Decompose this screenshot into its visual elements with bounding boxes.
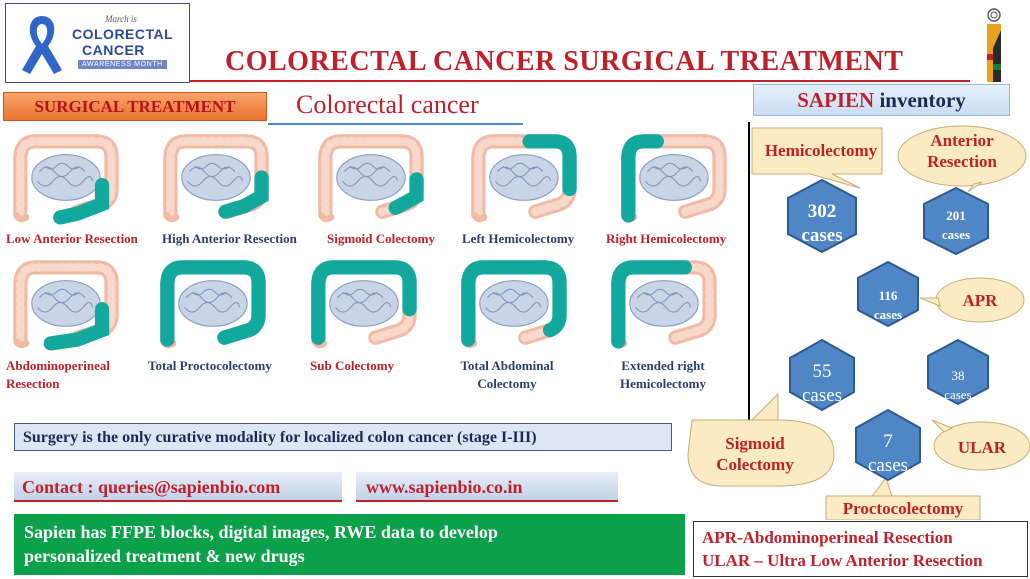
awareness-ribbon-icon [22, 16, 62, 74]
hexagon-count-sigmoid: 55 cases [790, 360, 854, 408]
page-subtitle: Colorectal cancer [296, 90, 479, 119]
hexagon-ular [927, 338, 989, 406]
hexagon-count-proctocolectomy: 7 cases [856, 430, 920, 478]
curative-note: Surgery is the only curative modality fo… [14, 423, 672, 451]
case-count: 55 [812, 361, 832, 382]
case-count: 116 [878, 288, 898, 303]
callout-anterior-resection [897, 125, 1027, 187]
procedure-label: Extended right Hemicolectomy [604, 357, 722, 393]
procedure-label: Total Proctocolectomy [148, 358, 272, 373]
procedure-label-line1: Abdominoperineal [6, 358, 111, 373]
abbreviation-legend: APR-Abdominoperineal Resection ULAR – Ul… [693, 521, 1028, 577]
hexagon-apr [857, 260, 919, 328]
callout-label-ular: ULAR [957, 438, 1007, 457]
procedure-label: Abdominoperineal Resection [6, 357, 110, 393]
case-unit: cases [867, 455, 909, 476]
procedure-label: Sigmoid Colectomy [327, 231, 435, 246]
callout-ular [933, 421, 1030, 471]
hexagon-proctocolectomy [855, 408, 921, 482]
page-title: COLORECTAL CANCER SURGICAL TREATMENT [225, 46, 904, 77]
abbr-apr: APR-Abdominoperineal Resection [702, 528, 953, 547]
case-count: 302 [807, 201, 837, 222]
callout-label-anterior-resection: Anterior Resection [927, 131, 997, 171]
inventory-title-rest: inventory [879, 88, 966, 112]
procedure-label: Low Anterior Resection [6, 231, 138, 246]
colon-diagram-extended-right-hemicolectomy [598, 256, 728, 351]
website-link[interactable]: www.sapienbio.co.in [356, 472, 618, 502]
procedure-label-line2: Colectomy [477, 376, 537, 391]
case-unit: cases [941, 227, 971, 242]
case-unit: cases [801, 225, 843, 246]
hexagon-count-ular: 38 cases [928, 366, 988, 404]
procedure-label-line1: Extended right [621, 358, 705, 373]
colon-diagram-total-proctocolectomy [147, 256, 266, 351]
logo-tagline: AWARENESS MONTH [78, 60, 167, 69]
inventory-graphic [687, 125, 1030, 520]
procedure-label: Right Hemicolectomy [606, 231, 727, 246]
callout-label-apr: APR [962, 291, 998, 310]
offer-banner: Sapien has FFPE blocks, digital images, … [14, 514, 685, 575]
procedure-label-line2: Hemicolectomy [620, 376, 706, 391]
case-unit: cases [944, 387, 972, 402]
colon-diagram-abdominoperineal-resection [0, 256, 130, 351]
colon-diagram-right-hemicolectomy [608, 130, 738, 225]
logo-kicker: March is [105, 14, 137, 24]
hexagon-count-apr: 116 cases [858, 286, 918, 324]
logo-line2: CANCER [82, 42, 145, 58]
title-underline [190, 80, 970, 82]
procedure-label: Sub Colectomy [310, 358, 395, 373]
colon-diagram-low-anterior-resection [0, 130, 130, 225]
procedure-label: High Anterior Resection [162, 231, 297, 246]
offer-line2: personalized treatment & new drugs [24, 546, 305, 566]
callout-hemicolectomy [751, 127, 883, 189]
callout-proctocolectomy [825, 495, 981, 520]
abbr-ular: ULAR – Ultra Low Anterior Resection [702, 551, 983, 570]
hexagon-count-hemicolectomy: 302 cases [788, 200, 856, 248]
colon-diagram-high-anterior-resection [150, 130, 269, 225]
callout-label-sigmoid-colectomy: Sigmoid Colectomy [716, 434, 794, 474]
callout-sigmoid-colectomy [687, 419, 835, 487]
colon-diagram-left-hemicolectomy [458, 130, 577, 225]
inventory-title: SAPIEN inventory [753, 84, 1010, 116]
hexagon-hemicolectomy [787, 178, 857, 254]
hexagon-sigmoid [789, 338, 855, 412]
procedure-label-line1: Total Abdominal [460, 358, 554, 373]
inventory-brand: SAPIEN [797, 88, 875, 112]
case-unit: cases [873, 307, 903, 322]
colon-diagram-total-abdominal-colectomy [448, 256, 567, 351]
hexagon-count-anterior-resection: 201 cases [924, 206, 988, 244]
procedure-label-line2: Resection [6, 376, 60, 391]
offer-line1: Sapien has FFPE blocks, digital images, … [24, 522, 498, 542]
mascot-figure-icon [987, 8, 1001, 82]
vertical-divider [748, 122, 750, 420]
hexagon-anterior-resection [923, 186, 989, 256]
procedure-label: Left Hemicolectomy [462, 231, 575, 246]
procedure-label: Total Abdominal Colectomy [448, 357, 566, 393]
case-unit: cases [801, 385, 843, 406]
contact-email[interactable]: Contact : queries@sapienbio.com [14, 472, 342, 502]
case-count: 201 [946, 208, 966, 223]
case-count: 7 [883, 431, 893, 452]
logo-line1: COLORECTAL [72, 26, 174, 42]
colon-diagram-sub-colectomy [298, 256, 417, 351]
colon-diagram-sigmoid-colectomy [305, 130, 424, 225]
callout-label-proctocolectomy: Proctocolectomy [842, 499, 964, 518]
case-count: 38 [951, 368, 965, 383]
subtitle-underline [268, 123, 523, 125]
callout-label-hemicolectomy: Hemicolectomy [764, 141, 878, 160]
surgical-treatment-badge: SURGICAL TREATMENT [3, 92, 267, 121]
